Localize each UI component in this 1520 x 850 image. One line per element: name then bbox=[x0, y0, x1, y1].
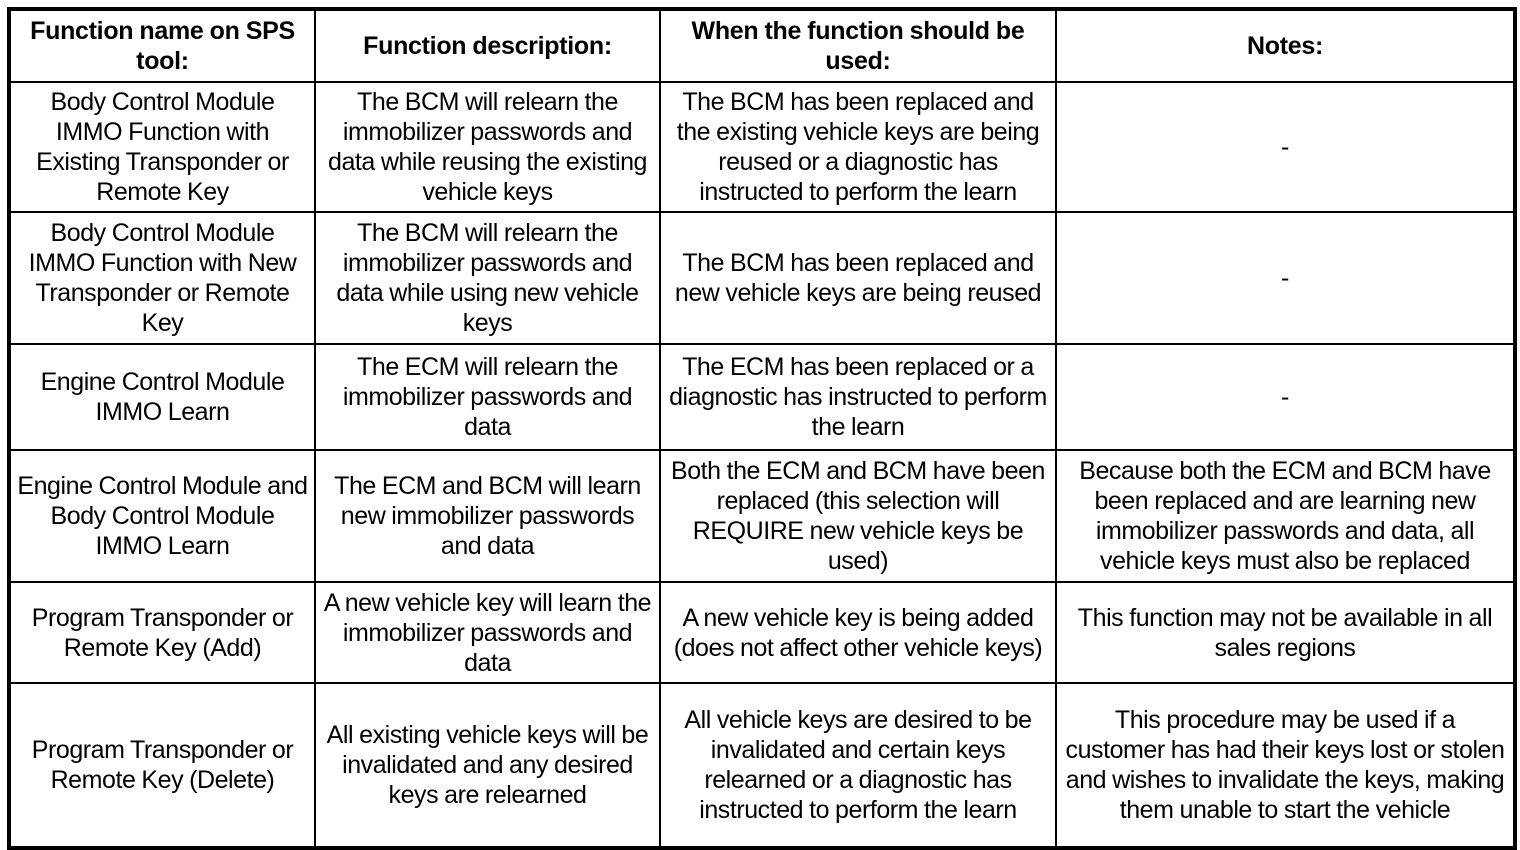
cell-function-description-text: The ECM and BCM will learn new immobiliz… bbox=[334, 472, 641, 560]
cell-function-name-text: Engine Control Module and Body Control M… bbox=[17, 472, 308, 560]
cell-when-used-text: Both the ECM and BCM have been replaced … bbox=[670, 457, 1045, 575]
cell-when-used-text: The BCM has been replaced and the existi… bbox=[676, 88, 1040, 206]
table-row: Engine Control Module IMMO Learn The ECM… bbox=[8, 343, 1516, 451]
column-header-function-name: Function name on SPS tool: bbox=[8, 8, 316, 83]
cell-when-used-text: The BCM has been replaced and new vehicl… bbox=[674, 249, 1042, 307]
column-header-function-description: Function description: bbox=[314, 8, 661, 83]
cell-notes-text: This function may not be available in al… bbox=[1077, 603, 1493, 662]
cell-function-name-text: Engine Control Module IMMO Learn bbox=[40, 368, 285, 426]
cell-function-description: The ECM will relearn the immobilizer pas… bbox=[314, 343, 661, 451]
cell-function-name: Engine Control Module IMMO Learn bbox=[8, 343, 316, 451]
cell-function-name-text: Program Transponder or Remote Key (Delet… bbox=[31, 736, 294, 794]
cell-function-description: The BCM will relearn the immobilizer pas… bbox=[314, 211, 661, 345]
cell-when-used-text: A new vehicle key is being added (does n… bbox=[673, 603, 1043, 662]
cell-when-used: All vehicle keys are desired to be inval… bbox=[659, 682, 1057, 849]
cell-function-name: Body Control Module IMMO Function with N… bbox=[8, 211, 316, 345]
table-row: Engine Control Module and Body Control M… bbox=[8, 449, 1516, 583]
cell-function-name: Engine Control Module and Body Control M… bbox=[8, 449, 316, 583]
cell-when-used: The BCM has been replaced and new vehicl… bbox=[659, 211, 1057, 345]
cell-notes: This procedure may be used if a customer… bbox=[1055, 682, 1516, 849]
cell-when-used: A new vehicle key is being added (does n… bbox=[659, 581, 1057, 684]
cell-function-name-text: Program Transponder or Remote Key (Add) bbox=[31, 603, 294, 662]
cell-notes: This function may not be available in al… bbox=[1055, 581, 1516, 684]
cell-function-description-text: The BCM will relearn the immobilizer pas… bbox=[336, 219, 639, 337]
cell-function-name: Program Transponder or Remote Key (Delet… bbox=[8, 682, 316, 849]
cell-function-description: The ECM and BCM will learn new immobiliz… bbox=[314, 449, 661, 583]
cell-function-name-text: Body Control Module IMMO Function with E… bbox=[36, 88, 289, 206]
cell-function-name: Program Transponder or Remote Key (Add) bbox=[8, 581, 316, 684]
column-header-when-used-text: When the function should be used: bbox=[691, 17, 1025, 75]
cell-function-description-text: The ECM will relearn the immobilizer pas… bbox=[342, 353, 633, 441]
column-header-function-description-text: Function description: bbox=[363, 32, 612, 60]
cell-when-used-text: All vehicle keys are desired to be inval… bbox=[684, 706, 1032, 824]
cell-function-name: Body Control Module IMMO Function with E… bbox=[8, 81, 316, 213]
cell-notes-text: This procedure may be used if a customer… bbox=[1065, 706, 1505, 824]
cell-function-description: The BCM will relearn the immobilizer pas… bbox=[314, 81, 661, 213]
cell-when-used: The ECM has been replaced or a diagnosti… bbox=[659, 343, 1057, 451]
table-row: Program Transponder or Remote Key (Delet… bbox=[8, 682, 1516, 849]
sps-immo-function-table: Function name on SPS tool: Function desc… bbox=[7, 7, 1517, 850]
cell-function-description: All existing vehicle keys will be invali… bbox=[314, 682, 661, 849]
cell-notes: Because both the ECM and BCM have been r… bbox=[1055, 449, 1516, 583]
cell-function-description-text: The BCM will relearn the immobilizer pas… bbox=[328, 88, 647, 206]
table-row: Program Transponder or Remote Key (Add) … bbox=[8, 581, 1516, 684]
cell-when-used: Both the ECM and BCM have been replaced … bbox=[659, 449, 1057, 583]
table-row: Body Control Module IMMO Function with E… bbox=[8, 81, 1516, 213]
header-row: Function name on SPS tool: Function desc… bbox=[8, 8, 1516, 83]
table-header: Function name on SPS tool: Function desc… bbox=[8, 8, 1516, 83]
cell-notes-text: - bbox=[1281, 382, 1289, 411]
cell-function-description-text: All existing vehicle keys will be invali… bbox=[326, 721, 649, 809]
cell-when-used-text: The ECM has been replaced or a diagnosti… bbox=[669, 353, 1047, 441]
cell-function-description: A new vehicle key will learn the immobil… bbox=[314, 581, 661, 684]
cell-notes: - bbox=[1055, 343, 1516, 451]
table-row: Body Control Module IMMO Function with N… bbox=[8, 211, 1516, 345]
cell-notes-text: - bbox=[1281, 132, 1289, 161]
cell-notes-text: Because both the ECM and BCM have been r… bbox=[1079, 457, 1491, 575]
column-header-function-name-text: Function name on SPS tool: bbox=[30, 17, 295, 75]
table-body: Body Control Module IMMO Function with E… bbox=[8, 81, 1516, 849]
column-header-notes-text: Notes: bbox=[1247, 32, 1323, 60]
cell-notes: - bbox=[1055, 211, 1516, 345]
cell-function-description-text: A new vehicle key will learn the immobil… bbox=[323, 588, 652, 677]
cell-when-used: The BCM has been replaced and the existi… bbox=[659, 81, 1057, 213]
column-header-notes: Notes: bbox=[1055, 8, 1516, 83]
column-header-when-used: When the function should be used: bbox=[659, 8, 1057, 83]
cell-notes: - bbox=[1055, 81, 1516, 213]
cell-notes-text: - bbox=[1281, 263, 1289, 292]
cell-function-name-text: Body Control Module IMMO Function with N… bbox=[28, 219, 297, 337]
